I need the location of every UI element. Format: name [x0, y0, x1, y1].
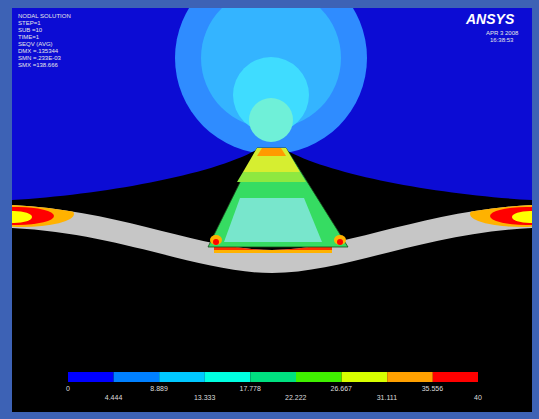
stress-contour	[175, 8, 367, 154]
plot-ground	[12, 8, 532, 412]
plot-info: SUB =10	[18, 27, 42, 33]
plot-info: STEP=1	[18, 20, 41, 26]
plot-info: SEQV (AVG)	[18, 41, 53, 47]
stress-contour	[237, 172, 306, 182]
stress-contour	[224, 198, 322, 242]
logo-text: ANSYS	[466, 12, 514, 26]
stress-contour	[249, 98, 293, 142]
color-bar	[68, 372, 478, 382]
plot-date: APR 3 2008	[486, 30, 518, 36]
stress-contour	[243, 148, 300, 172]
plot-info: SMN =.233E-03	[18, 55, 61, 61]
plot-info: NODAL SOLUTION	[18, 13, 71, 19]
indenter-cone	[208, 148, 348, 247]
scale-value: 26.667	[331, 385, 352, 392]
stress-contour	[257, 148, 286, 156]
plot-info: SMX =138.666	[18, 62, 58, 68]
scale-value: 8.889	[150, 385, 168, 392]
scale-value: 31.111	[377, 394, 397, 401]
plot-info: DMX =.135344	[18, 48, 58, 54]
scale-value: 35.556	[422, 385, 443, 392]
scale-value: 0	[66, 385, 70, 392]
scale-value: 40	[474, 394, 482, 401]
plot-info: TIME=1	[18, 34, 39, 40]
plot-time: 16:38:53	[490, 37, 513, 43]
scale-value: 22.222	[285, 394, 306, 401]
scale-value: 17.778	[239, 385, 260, 392]
scale-value: 4.444	[105, 394, 123, 401]
scale-value: 13.333	[194, 394, 215, 401]
